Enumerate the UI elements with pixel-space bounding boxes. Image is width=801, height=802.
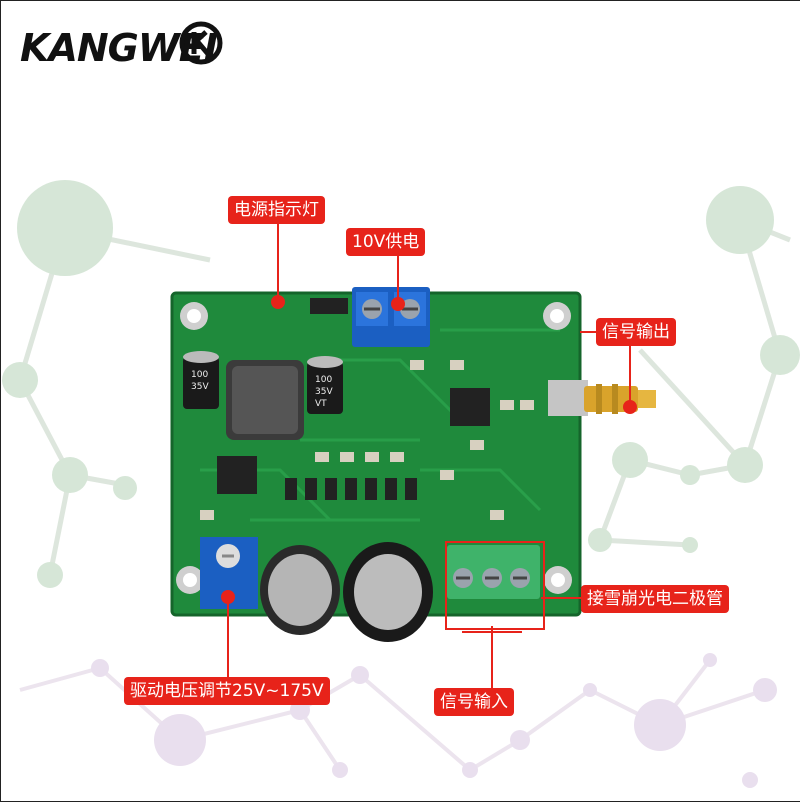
label-signal-output: 信号输出 (596, 318, 676, 346)
large-capacitor-left (260, 545, 340, 635)
leader-10v-supply (397, 256, 399, 298)
label-power-led: 电源指示灯 (228, 196, 325, 224)
leader-power-led (277, 224, 279, 296)
power-terminal-block (352, 287, 430, 347)
marker-signal-output (623, 400, 637, 414)
marker-10v-supply (391, 297, 405, 311)
marker-power-led (271, 295, 285, 309)
highlight-apd-terminal (445, 541, 545, 630)
label-drive-voltage: 驱动电压调节25V~175V (124, 677, 330, 705)
label-signal-input: 信号输入 (434, 688, 514, 716)
leader-apd (541, 597, 581, 599)
label-apd-connect: 接雪崩光电二极管 (581, 585, 729, 613)
leader-signal-output (629, 346, 631, 402)
small-capacitor-left: 100 35V (183, 351, 219, 409)
leader-signal-input (491, 626, 493, 688)
ic-u1 (217, 456, 257, 494)
brand-badge-icon (179, 21, 223, 65)
svg-text:35V: 35V (191, 382, 209, 392)
svg-text:100: 100 (315, 375, 332, 385)
small-capacitor-right: 100 35V VT (307, 356, 343, 414)
mounting-holes (176, 302, 572, 594)
sma-output-connector (548, 380, 656, 416)
large-capacitor-right (343, 542, 433, 642)
label-10v-supply: 10V供电 (346, 228, 426, 256)
svg-text:35V: 35V (315, 387, 333, 397)
ic-u2 (450, 388, 490, 426)
apd-terminal-block (447, 545, 540, 599)
svg-text:100: 100 (191, 370, 208, 380)
leader-signal-output-h (580, 331, 596, 333)
marker-drive-voltage (221, 590, 235, 604)
svg-text:VT: VT (315, 399, 327, 409)
leader-drive-voltage (227, 602, 229, 678)
